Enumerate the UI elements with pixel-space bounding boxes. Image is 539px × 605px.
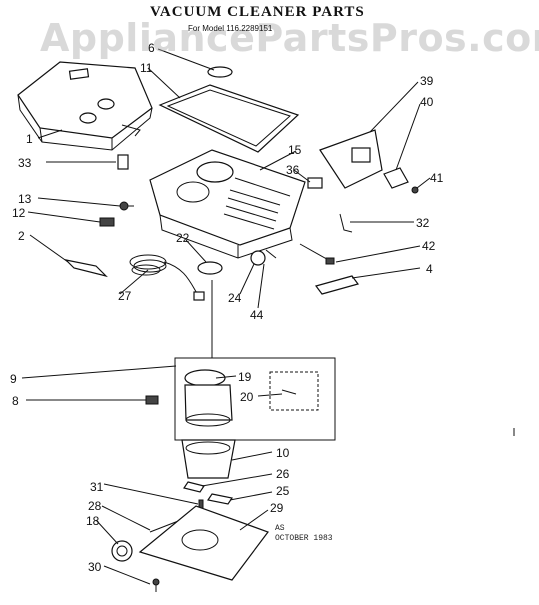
part-10-fan-housing xyxy=(181,439,236,479)
callout-32: 32 xyxy=(416,216,430,230)
part-2-latch xyxy=(64,259,108,278)
callout-6: 6 xyxy=(148,41,155,55)
callout-11: 11 xyxy=(140,61,153,75)
part-33-clip xyxy=(117,154,129,170)
callout-labels: 1 2 4 8 9 10 11 12 13 15 18 19 20 22 24 … xyxy=(10,41,444,574)
callout-40: 40 xyxy=(420,95,434,109)
motor-assembly-outline xyxy=(174,357,336,441)
callout-9: 9 xyxy=(10,372,17,386)
callout-24: 24 xyxy=(228,291,242,305)
part-40-bracket xyxy=(383,167,409,189)
callout-12: 12 xyxy=(12,206,26,220)
part-42-wire xyxy=(299,243,335,265)
callout-4: 4 xyxy=(426,262,433,276)
callout-8: 8 xyxy=(12,394,19,408)
callout-28: 28 xyxy=(88,499,102,513)
part-top-cover xyxy=(17,61,153,151)
part-4-latch xyxy=(314,275,360,295)
part-12-block xyxy=(99,217,115,227)
callout-36: 36 xyxy=(286,163,300,177)
part-filter-disc xyxy=(207,66,233,78)
footer-date: OCTOBER 1983 xyxy=(275,534,333,543)
part-25-clip xyxy=(207,493,233,505)
callout-41: 41 xyxy=(430,171,444,185)
part-13-screw xyxy=(119,201,134,211)
watermark: AppliancePartsPros.com xyxy=(40,16,539,60)
part-29-base-plate xyxy=(138,505,269,581)
leader-lines xyxy=(21,48,431,585)
part-24-impeller xyxy=(250,249,277,266)
callout-13: 13 xyxy=(18,192,32,206)
part-22-oring xyxy=(197,261,223,275)
callout-30: 30 xyxy=(88,560,102,574)
callout-22: 22 xyxy=(176,231,190,245)
callout-20: 20 xyxy=(240,390,254,404)
page-title: VACUUM CLEANER PARTS xyxy=(150,4,365,20)
callout-42: 42 xyxy=(422,239,436,253)
part-41-nut xyxy=(411,186,419,194)
callout-15: 15 xyxy=(288,143,302,157)
part-30-screw xyxy=(152,578,160,592)
callout-19: 19 xyxy=(238,370,252,384)
callout-10: 10 xyxy=(276,446,290,460)
part-8-brush xyxy=(145,395,159,405)
part-gasket xyxy=(158,84,300,153)
part-32-clip xyxy=(339,213,353,233)
part-26-clip xyxy=(183,481,205,493)
callout-31: 31 xyxy=(90,480,104,494)
part-39-housing xyxy=(319,129,383,189)
callout-44: 44 xyxy=(250,308,264,322)
callout-25: 25 xyxy=(276,484,290,498)
footer-info: AS OCTOBER 1983 xyxy=(275,524,333,544)
callout-1: 1 xyxy=(26,132,33,146)
part-36-switch xyxy=(307,177,323,189)
part-27-cord xyxy=(129,254,205,301)
callout-39: 39 xyxy=(420,74,434,88)
callout-27: 27 xyxy=(118,289,132,303)
callout-26: 26 xyxy=(276,467,290,481)
callout-2: 2 xyxy=(18,229,25,243)
callout-33: 33 xyxy=(18,156,32,170)
footer-code: AS xyxy=(275,524,285,533)
callout-29: 29 xyxy=(270,501,284,515)
model-subtitle: For Model 116.2289151 xyxy=(188,24,273,33)
part-main-body xyxy=(149,149,306,259)
part-18-wheel xyxy=(111,540,133,562)
callout-18: 18 xyxy=(86,514,100,528)
